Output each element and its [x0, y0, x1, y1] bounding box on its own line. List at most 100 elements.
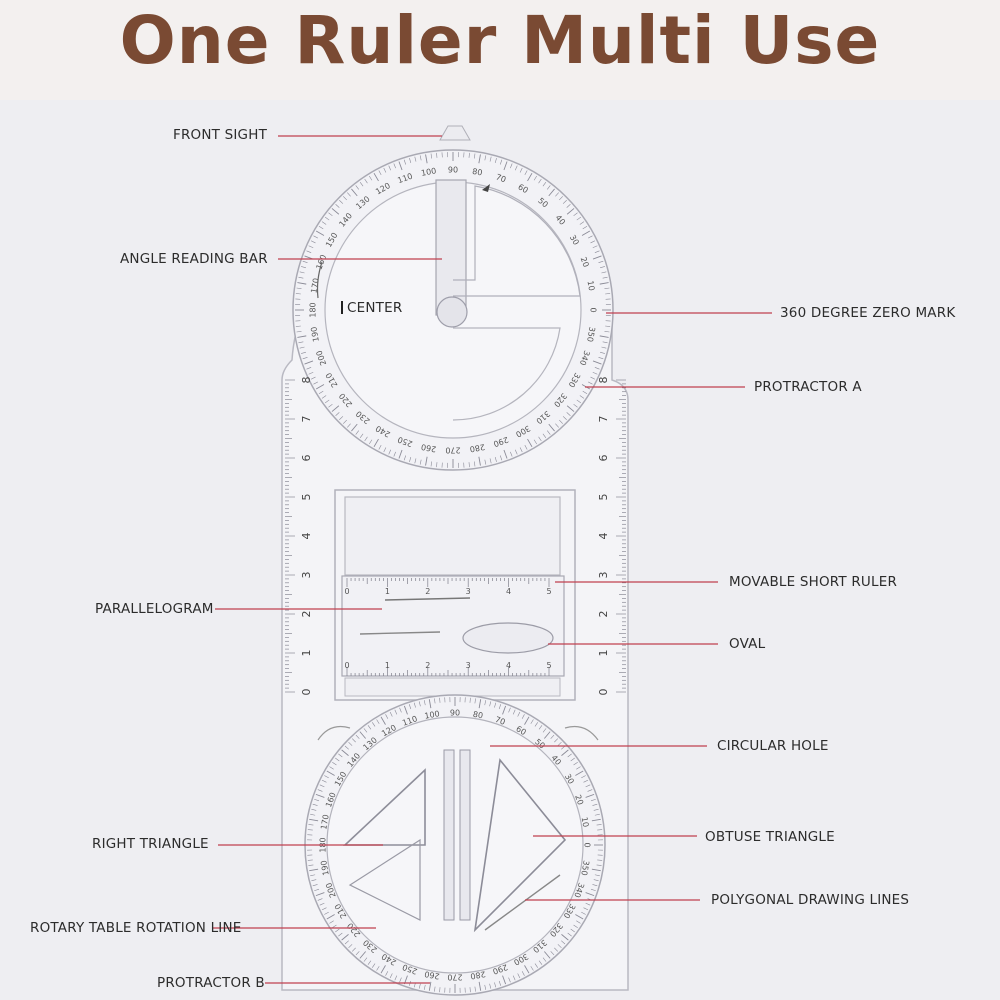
protractor-a-degree-label: 280 [469, 442, 486, 454]
ruler-left-number: 0 [300, 689, 313, 696]
protractor-a-degree-label: 350 [585, 326, 597, 343]
protractor-a-tick [324, 216, 330, 221]
protractor-a-tick [393, 451, 396, 457]
protractor-a-tick [499, 159, 503, 165]
protractor-b-tick [307, 859, 313, 861]
protractor-b-tick [544, 951, 551, 959]
label-protractor-a: PROTRACTOR A [754, 379, 862, 395]
protractor-b-tick [439, 697, 441, 703]
protractor-b-tick [596, 824, 602, 826]
protractor-a-degree-label: 70 [495, 172, 508, 184]
protractor-a-tick [499, 455, 503, 461]
protractor-b-tick [423, 984, 426, 990]
protractor-a-tick [351, 423, 358, 432]
protractor-b-tick [585, 784, 591, 788]
label-center: CENTER [341, 300, 402, 316]
obtuse-triangle-shape [473, 758, 567, 933]
protractor-b-tick [324, 775, 329, 779]
protractor-b-tick [530, 966, 534, 971]
protractor-a-tick [587, 235, 593, 239]
ruler-left-number: 5 [300, 494, 313, 501]
protractor-b-tick [474, 986, 476, 992]
protractor-a-tick [436, 152, 438, 158]
protractor-a-tick [478, 154, 481, 164]
protractor-b-tick [534, 963, 539, 968]
protractor-a-tick [430, 461, 433, 467]
protractor-b-tick [324, 911, 329, 915]
protractor-b-tick [314, 798, 320, 802]
protractor-b-tick [469, 697, 471, 703]
protractor-a-tick [414, 458, 417, 464]
protractor-b-tick [517, 711, 521, 717]
protractor-b-tick [335, 928, 340, 933]
protractor-b-tick [338, 932, 343, 937]
rectangle-window-upper [344, 496, 561, 576]
protractor-b-tick [575, 914, 584, 920]
label-obtuse-triangle: OBTUSE TRIANGLE [705, 829, 835, 845]
protractor-a-tick [409, 456, 412, 462]
angle-reading-bar[interactable] [435, 179, 467, 316]
protractor-a-tick [592, 255, 602, 260]
protractor-b-degree-label: 280 [470, 969, 487, 981]
short-ruler-bottom-number: 4 [506, 661, 511, 670]
protractor-b-degree-label: 0 [583, 842, 592, 847]
protractor-b-tick [478, 981, 482, 991]
protractor-a-tick [562, 200, 567, 204]
protractor-b-tick [376, 966, 380, 971]
protractor-b-tick [590, 888, 596, 892]
ruler-right-number: 4 [597, 533, 610, 540]
protractor-b-tick [380, 965, 386, 974]
protractor-a-tick [313, 381, 319, 385]
ruler-left-number: 8 [300, 377, 313, 384]
protractor-a-tick [489, 458, 492, 464]
protractor-b-tick [359, 731, 366, 739]
short-ruler-bottom-number: 2 [425, 661, 430, 670]
protractor-a-tick [403, 159, 407, 165]
protractor-a-tick [573, 212, 578, 217]
protractor-a-tick [473, 461, 476, 467]
ruler-right-number: 1 [597, 650, 610, 657]
protractor-b-tick [494, 702, 497, 708]
protractor-b-tick [489, 701, 492, 707]
short-ruler-bottom-number: 1 [385, 661, 390, 670]
protractor-a-tick [339, 200, 344, 204]
protractor-b-tick [363, 728, 368, 733]
protractor-a-tick [527, 438, 533, 448]
protractor-a-tick [573, 403, 578, 408]
leader-lines [213, 135, 772, 984]
protractor-a-tick [546, 185, 551, 190]
protractor-b-tick [341, 934, 349, 941]
protractor-b-degree-label: 190 [319, 860, 331, 877]
protractor-a-tick [321, 221, 327, 225]
protractor-b-tick [413, 702, 416, 708]
protractor-b: 0102030405060708090100110120130140150160… [304, 694, 606, 996]
protractor-b-tick [380, 716, 386, 725]
protractor-b-tick [517, 973, 521, 979]
protractor-b-tick [317, 789, 323, 792]
protractor-a-tick [388, 449, 392, 455]
protractor-a-tick [548, 423, 555, 432]
label-circular-hole: CIRCULAR HOLE [717, 738, 829, 754]
protractor-a-tick [604, 330, 610, 333]
protractor-b-tick [512, 975, 516, 981]
protractor-b-tick [498, 704, 502, 710]
protractor-a-tick [542, 433, 547, 439]
protractor-a-tick [566, 208, 575, 215]
protractor-a-tick [364, 436, 368, 442]
protractor-a-tick [414, 156, 417, 162]
protractor-a-degree-label: 90 [448, 166, 458, 175]
protractor-b-tick [550, 734, 555, 739]
protractor-a-degree-label: 190 [309, 326, 321, 343]
protractor-b-tick [394, 709, 398, 715]
protractor-b-tick [570, 928, 575, 933]
protractor-b-tick [591, 868, 601, 872]
protractor-b-tick [508, 707, 511, 713]
protractor-a-tick [369, 439, 373, 445]
protractor-a-tick [378, 170, 382, 176]
protractor-b-tick [576, 920, 581, 924]
protractor-b-tick [557, 741, 562, 746]
protractor-a-tick [359, 433, 364, 439]
protractor-b-tick [542, 728, 547, 733]
label-movable-short-ruler: MOVABLE SHORT RULER [729, 574, 898, 590]
